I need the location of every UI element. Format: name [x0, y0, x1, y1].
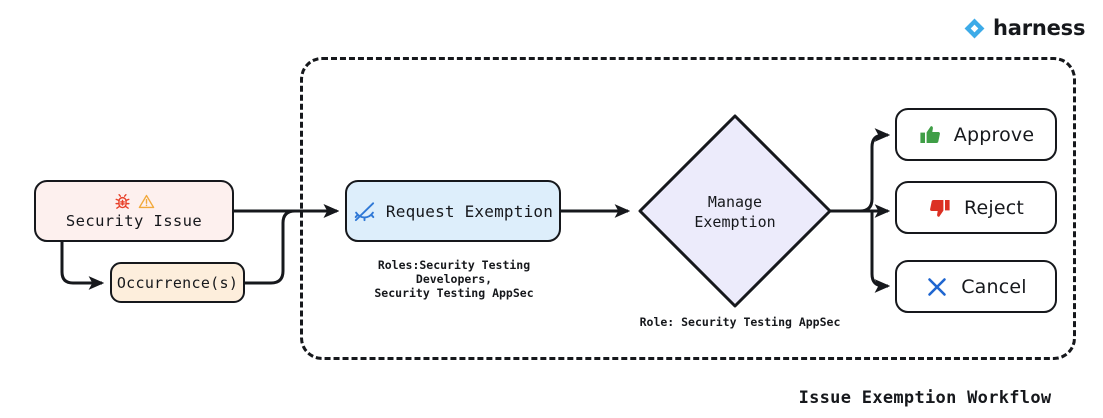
- manage-exemption-line1: Manage: [707, 193, 763, 211]
- node-occurrences[interactable]: Occurrence(s): [110, 262, 245, 303]
- thumbs-down-icon: [930, 199, 950, 217]
- approve-label: Approve: [953, 123, 1035, 146]
- eye-off-icon: [354, 201, 375, 221]
- reject-button[interactable]: Reject: [895, 181, 1057, 234]
- thumbs-up-icon: [920, 125, 940, 143]
- reject-label: Reject: [963, 196, 1025, 219]
- edge-security-to-occurrences: [60, 242, 105, 290]
- roles-caption-line1: Roles:Security Testing Developers,: [377, 258, 531, 286]
- exemption-workflow-boundary: [300, 57, 1076, 360]
- harness-logo: harness: [963, 17, 1085, 40]
- security-issue-icons: [114, 192, 155, 211]
- manage-exemption-label: Manage Exemption: [650, 192, 820, 232]
- warning-triangle-icon: [138, 194, 154, 209]
- request-exemption-roles-caption: Roles:Security Testing Developers, Secur…: [340, 258, 568, 300]
- occurrences-label: Occurrence(s): [116, 273, 239, 292]
- roles-caption-line2: Security Testing AppSec: [374, 286, 534, 300]
- manage-exemption-role-caption: Role: Security Testing AppSec: [639, 315, 841, 329]
- harness-logo-text: harness: [993, 16, 1086, 40]
- close-x-icon: [928, 277, 947, 296]
- manage-exemption-line2: Exemption: [694, 213, 776, 231]
- diagram-title: Issue Exemption Workflow: [798, 388, 1052, 408]
- bug-icon: [114, 193, 130, 209]
- security-issue-label: Security Issue: [65, 212, 203, 230]
- approve-button[interactable]: Approve: [895, 108, 1057, 161]
- node-request-exemption[interactable]: Request Exemption: [345, 180, 561, 242]
- harness-diamond-logo-icon: [964, 18, 985, 39]
- cancel-label: Cancel: [961, 275, 1027, 298]
- cancel-button[interactable]: Cancel: [895, 260, 1057, 313]
- request-exemption-label: Request Exemption: [385, 201, 554, 221]
- node-security-issue[interactable]: Security Issue: [34, 180, 234, 242]
